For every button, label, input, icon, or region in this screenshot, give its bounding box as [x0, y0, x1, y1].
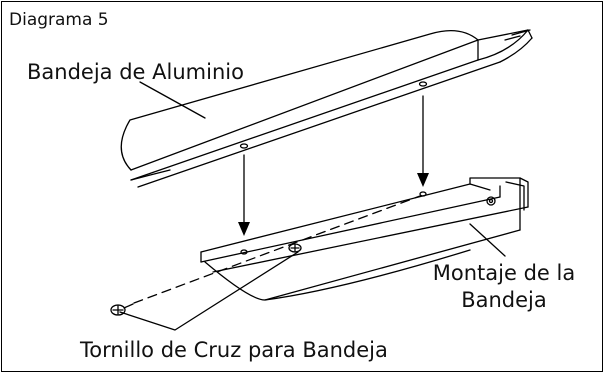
down-arrows [243, 95, 424, 227]
leader-screw [119, 251, 299, 331]
leader-tray [139, 81, 206, 119]
leader-mount [469, 223, 506, 257]
label-tray-mount-line1: Montaje de la [432, 261, 576, 285]
label-tray-mount-line2: Bandeja [461, 288, 547, 313]
screw-dashed-path [133, 195, 421, 304]
screw-drawing [110, 303, 134, 316]
label-tray-mount: Montaje de la Bandeja [424, 260, 584, 315]
tray-mount-drawing [200, 177, 529, 301]
label-aluminum-tray: Bandeja de Aluminio [27, 60, 244, 84]
label-tray-screw: Tornillo de Cruz para Bandeja [80, 338, 388, 362]
diagram-title: Diagrama 5 [9, 10, 109, 30]
aluminum-tray-drawing [120, 29, 533, 188]
